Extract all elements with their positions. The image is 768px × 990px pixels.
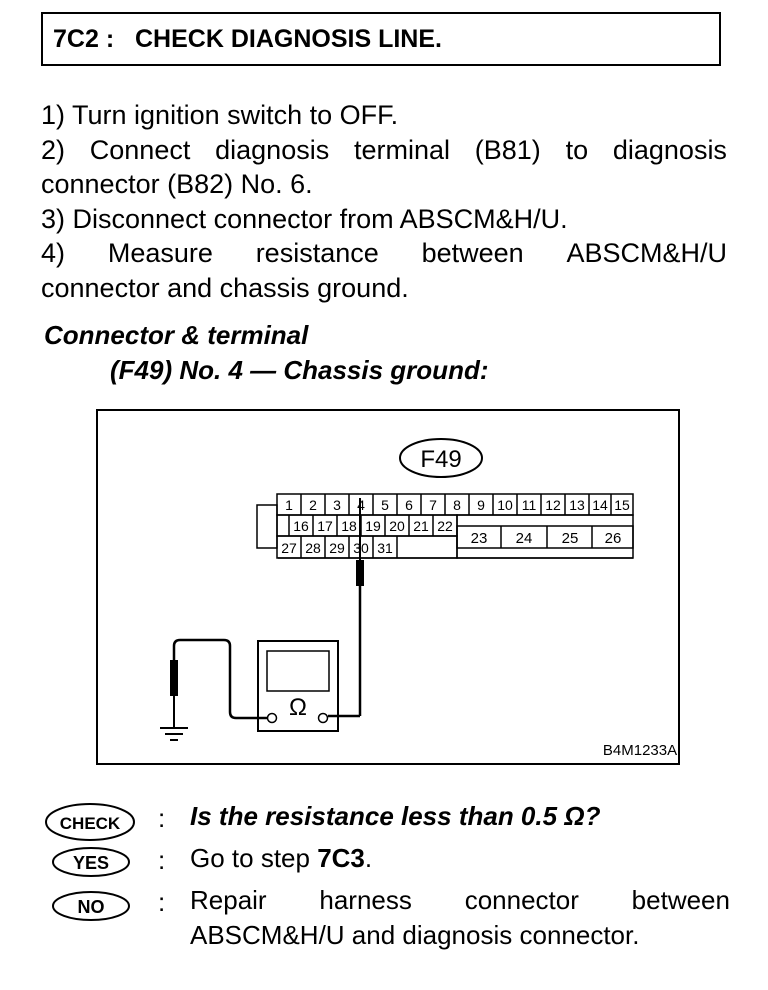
step-4-word: 4) [41,238,66,268]
step-4-continuation: connector and chassis ground. [41,272,409,303]
pin-label: 29 [329,540,345,556]
no-action: Repair harness connector between [190,885,730,916]
ohmmeter [257,640,339,732]
step-2-word: (B81) [474,134,541,165]
check-badge-label: CHECK [60,814,121,833]
pin-label: 22 [437,518,453,534]
no-action-word: connector [464,885,579,915]
pin-label: 14 [592,497,608,513]
ohm-symbol: Ω [289,694,307,721]
step-2-continuation: connector (B82) No. 6. [41,169,313,199]
pin-label: 25 [562,530,579,547]
pin-label: 5 [381,497,389,513]
pin-label: 21 [413,518,429,534]
procedure-steps: 1) Turn ignition switch to OFF. 2) Conne… [41,98,727,305]
pin-label: 19 [365,518,381,534]
connector-terminal-heading: Connector & terminal [44,320,309,350]
pin-label: 9 [477,497,485,513]
no-action-continuation: ABSCM&H/U and diagnosis connector. [190,920,640,950]
no-badge-label: NO [78,897,105,917]
step-separator: : [105,25,115,53]
pin-label: 1 [285,497,293,513]
pin-numbers: 1 2 3 4 5 6 7 8 9 10 11 12 13 14 15 16 1… [281,497,630,556]
pin-label: 17 [317,518,333,534]
pin-label: 30 [353,540,369,556]
pin-label: 28 [305,540,321,556]
pin-label: 13 [569,497,585,513]
pin-label: 10 [497,497,513,513]
pin-label: 20 [389,518,405,534]
step-code: 7C2 [53,25,99,53]
step-2-word: 2) [41,134,66,165]
pin-label: 27 [281,540,297,556]
step-2-word: Connect [89,134,191,165]
connector-body [256,493,634,559]
step-2: 2) Connect diagnosis terminal (B81) to d… [41,133,727,168]
pin-label: 31 [377,540,393,556]
connector-diagram: F49 [96,409,680,765]
pin-label: 18 [341,518,357,534]
pin-label: 24 [516,530,533,547]
pin-label: 8 [453,497,461,513]
probe-terminal-4 [328,498,364,718]
check-question: Is the resistance less than 0.5 Ω? [190,801,601,831]
ground-probe [170,660,178,696]
step-2-word: terminal [353,134,450,165]
no-separator: : [158,887,166,917]
pin-label: 23 [471,530,488,547]
yes-separator: : [158,845,166,875]
pin-label: 26 [605,530,622,547]
yes-badge-label: YES [73,853,109,873]
pin-label: 2 [309,497,317,513]
step-header: 7C2 : CHECK DIAGNOSIS LINE. [41,12,721,66]
yes-badge: YES [52,847,130,877]
ground-symbol-icon [160,696,188,741]
pin-label: 12 [545,497,561,513]
step-2-word: to [565,134,589,165]
step-2-word: diagnosis [215,134,330,165]
connector-dividers [288,494,612,558]
no-action-word: Repair [190,885,267,915]
pin-label: 4 [357,497,365,513]
connector-label: F49 [420,446,461,473]
no-action-word: harness [319,885,412,915]
pin-label: 16 [293,518,309,534]
step-3: 3) Disconnect connector from ABSCM&H/U. [41,203,568,234]
check-separator: : [158,803,166,833]
step-4-word: ABSCM&H/U [566,238,727,268]
terminal-spec: (F49) No. 4 — Chassis ground: [110,355,489,385]
step-title: CHECK DIAGNOSIS LINE. [135,25,442,53]
step-4: 4) Measure resistance between ABSCM&H/U [41,236,727,271]
diagram-svg: F49 [160,438,677,759]
pin-label: 15 [614,497,630,513]
no-badge: NO [52,891,130,921]
no-action-word: between [631,885,730,915]
connector-label-ellipse [399,438,483,478]
pin-label: 3 [333,497,341,513]
step-2-word: diagnosis [612,134,727,165]
ground-lead [172,638,267,720]
yes-suffix: . [364,843,373,873]
pin-label: 6 [405,497,413,513]
yes-step-link: 7C3 [317,843,365,873]
yes-prefix: Go to step [190,843,318,873]
step-1: 1) Turn ignition switch to OFF. [41,100,399,130]
figure-code: B4M1233A [603,742,677,759]
step-4-word: between [421,238,524,268]
step-4-word: resistance [255,238,379,268]
check-badge: CHECK [45,803,135,841]
yes-action: Go to step 7C3. [190,843,372,874]
pin-label: 11 [522,497,537,513]
pin-label: 7 [429,497,437,513]
step-4-word: Measure [107,238,213,268]
